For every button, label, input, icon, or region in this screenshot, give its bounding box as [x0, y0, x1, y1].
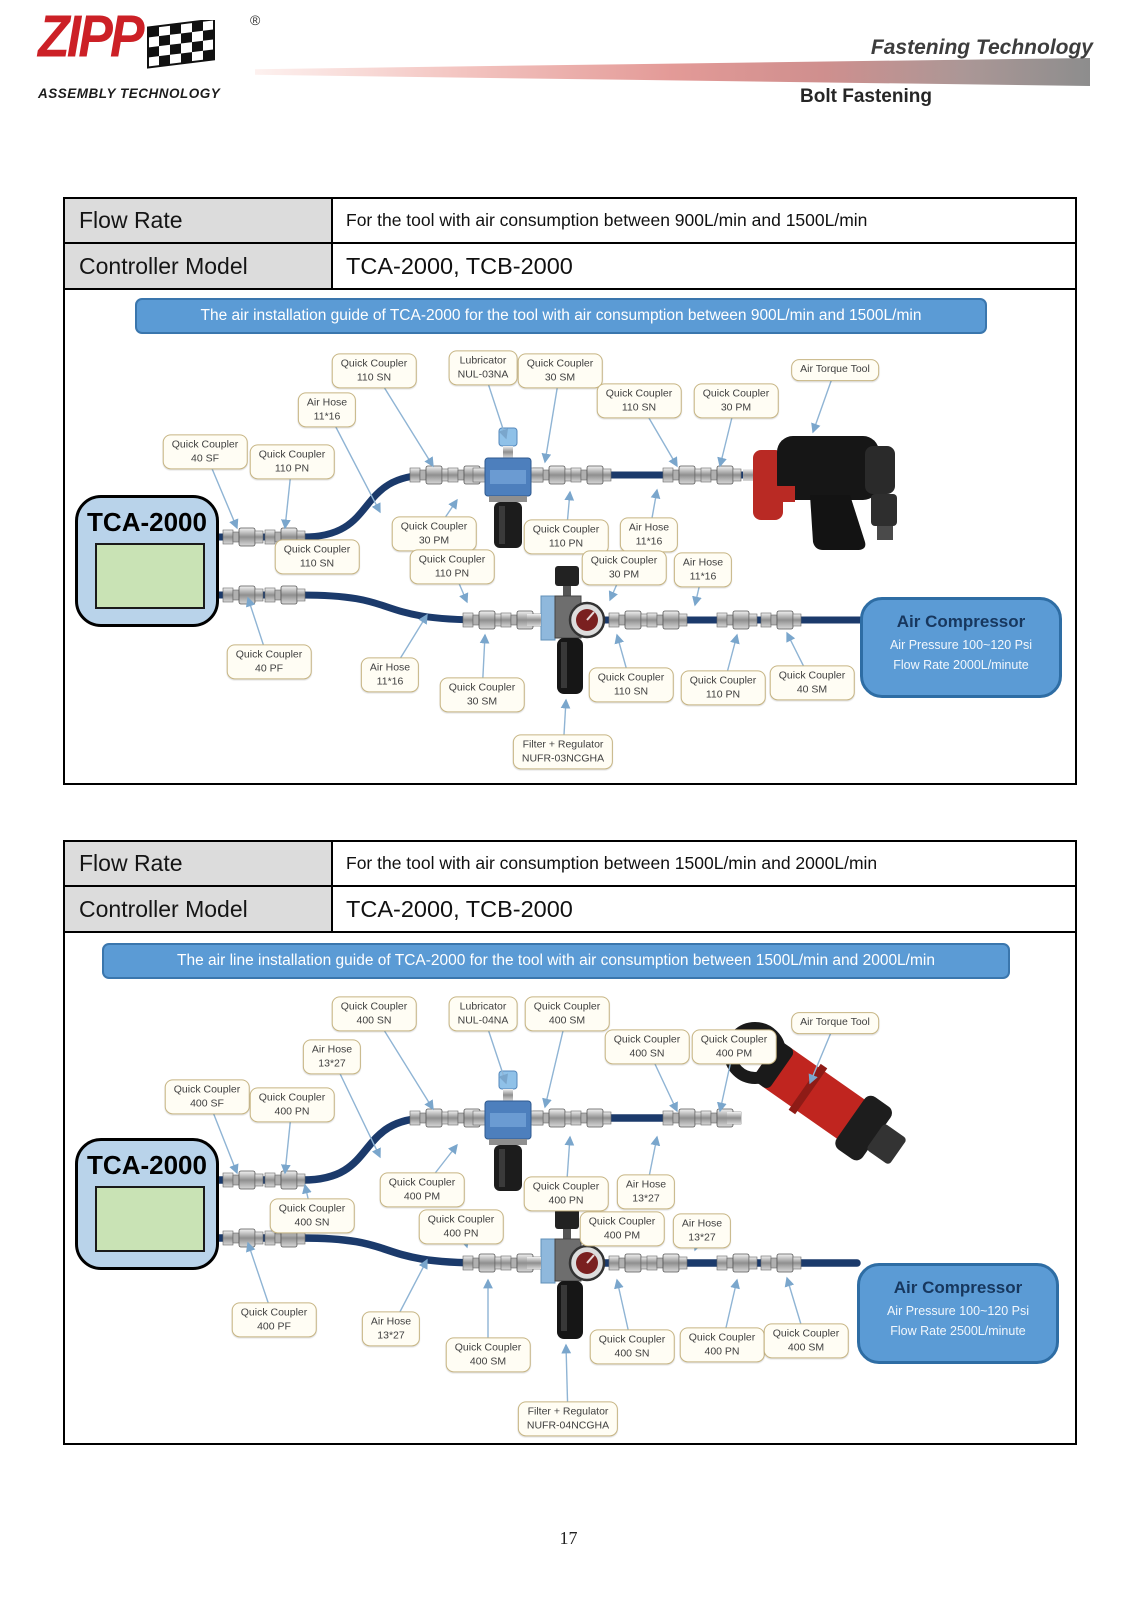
gradient-bar [255, 58, 1090, 86]
air-compressor-title: Air Compressor [896, 612, 1026, 631]
air-compressor-box: Air Compressor Air Pressure 100~120 Psi … [860, 597, 1062, 698]
filter-regulator-illustration [527, 1209, 606, 1339]
flow-rate-spec: Flow Rate 2000L/minute [893, 658, 1029, 672]
controller-screen [95, 1186, 205, 1252]
diagram-art [211, 427, 897, 694]
flow-rate-row: Flow Rate For the tool with air consumpt… [65, 842, 1075, 887]
filter-regulator-illustration [527, 566, 606, 694]
tagline-fastening-technology: Fastening Technology [870, 36, 1093, 59]
spec-section-900-1500: Flow Rate For the tool with air consumpt… [63, 197, 1077, 785]
flow-rate-value: For the tool with air consumption betwee… [346, 210, 868, 230]
controller-model-header: Controller Model [65, 244, 333, 288]
diagram-art [211, 1022, 906, 1339]
tca-controller-box: TCA-2000 [75, 1138, 219, 1270]
spec-section-1500-2000: Flow Rate For the tool with air consumpt… [63, 840, 1077, 1445]
checkered-flag-icon [146, 20, 215, 69]
diagram-banner: The air line installation guide of TCA-2… [102, 943, 1010, 979]
controller-model-value: TCA-2000, TCB-2000 [346, 252, 573, 279]
controller-model-row: Controller Model TCA-2000, TCB-2000 [65, 887, 1075, 933]
zipp-logo: ZIPP ® ASSEMBLY TECHNOLOGY [38, 7, 260, 101]
air-torque-tool-illustration [743, 436, 897, 550]
tca-controller-box: TCA-2000 [75, 495, 219, 627]
component-label: Air Torque Tool [791, 359, 879, 381]
flow-rate-spec: Flow Rate 2500L/minute [890, 1324, 1026, 1338]
controller-model-row: Controller Model TCA-2000, TCB-2000 [65, 244, 1075, 290]
flow-rate-header: Flow Rate [65, 199, 333, 242]
logo-subtitle: ASSEMBLY TECHNOLOGY [38, 86, 221, 101]
air-pressure-spec: Air Pressure 100~120 Psi [886, 1304, 1030, 1318]
zipp-wordmark: ZIPP [38, 3, 145, 71]
page-number: 17 [559, 1528, 578, 1548]
lubricator-illustration [472, 427, 544, 548]
flow-rate-value: For the tool with air consumption betwee… [346, 853, 878, 873]
installation-diagram: TCA-2000 Air Compressor Air Pressure 100… [65, 290, 1075, 783]
flow-rate-header: Flow Rate [65, 842, 333, 885]
lubricator-illustration [472, 1070, 544, 1191]
controller-model-label: TCA-2000 [87, 507, 207, 537]
air-pressure-spec: Air Pressure 100~120 Psi [889, 638, 1033, 652]
tagline-bolt-fastening: Bolt Fastening [800, 86, 932, 107]
controller-model-header: Controller Model [65, 887, 333, 931]
air-torque-tool-illustration [724, 1022, 906, 1164]
air-compressor-box: Air Compressor Air Pressure 100~120 Psi … [857, 1263, 1059, 1364]
controller-model-value: TCA-2000, TCB-2000 [346, 895, 573, 922]
installation-diagram: TCA-2000 Air Compressor Air Pressure 100… [65, 933, 1075, 1443]
air-compressor-title: Air Compressor [893, 1278, 1023, 1297]
flow-rate-row: Flow Rate For the tool with air consumpt… [65, 199, 1075, 244]
controller-model-label: TCA-2000 [87, 1150, 207, 1180]
diagram-banner: The air installation guide of TCA-2000 f… [135, 298, 987, 334]
controller-screen [95, 543, 205, 609]
registered-mark: ® [250, 12, 261, 28]
component-label: Air Torque Tool [791, 1012, 879, 1034]
